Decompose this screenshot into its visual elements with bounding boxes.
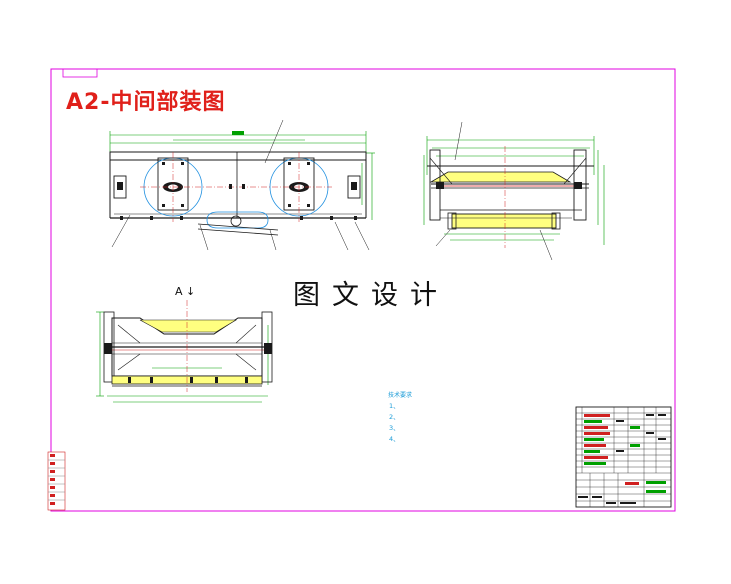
tech-requirements-heading: 技术要求 [388, 392, 413, 399]
drawing-title: A2-中间部装图 [66, 90, 226, 115]
tech-requirement-item: 2、 [389, 413, 400, 421]
title-block [575, 406, 672, 508]
title-tab [62, 68, 98, 78]
outer-frame [50, 68, 676, 512]
tech-requirement-item: 4、 [389, 435, 400, 443]
side-view [423, 121, 605, 261]
view-a [96, 300, 273, 403]
view-a-label: A ↓ [175, 285, 196, 298]
tech-requirement-item: 1、 [389, 402, 400, 410]
tech-requirements-list: 1、 2、 3、 4、 [389, 401, 400, 445]
watermark-text: 图文设计 [293, 280, 449, 311]
tech-requirement-item: 3、 [389, 424, 400, 432]
binding-strip [47, 451, 66, 511]
front-view [109, 119, 375, 251]
